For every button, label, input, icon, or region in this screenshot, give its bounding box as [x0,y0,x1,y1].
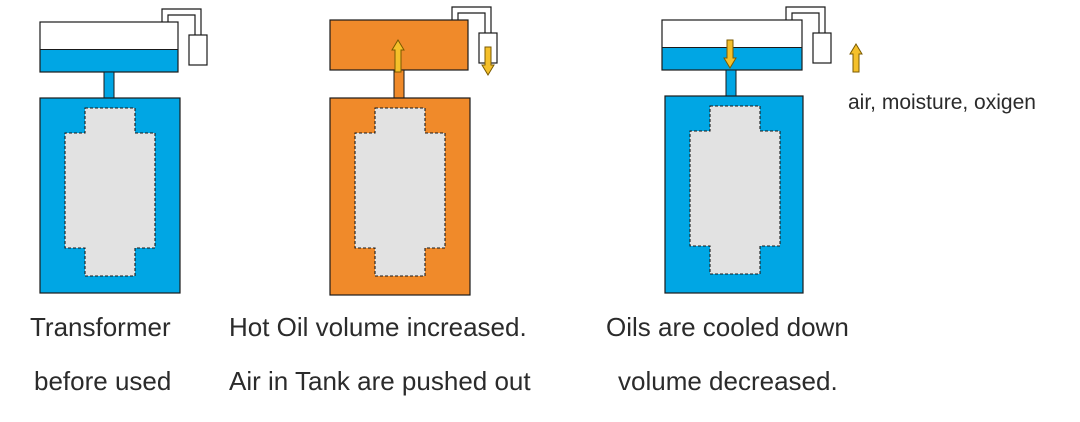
conservator-oil [40,49,178,72]
air-in-arrow-icon [849,43,863,73]
transformer-core [689,105,781,275]
breather-pipe-inner [791,12,820,33]
breather-pipe [785,6,826,33]
breather-pipe-outer [451,6,492,33]
breather-pipe [161,8,202,35]
breather-canister [812,32,832,64]
air-moisture-oxygen-label: air, moisture, oxigen [848,91,1036,114]
connecting-pipe [393,69,405,100]
transformer-core [354,107,446,277]
breather-canister [188,34,208,66]
incoming-air-arrow-icon [849,43,863,73]
breather-pipe-outer [785,6,826,33]
caption-panel-1-line-2: before used [34,366,172,396]
connecting-pipe [725,69,737,98]
caption-panel-3-line-2: volume decreased. [618,366,838,396]
breather-pipe [451,6,492,33]
connecting-pipe [103,71,115,100]
caption-panel-2-line-1: Hot Oil volume increased. [229,312,527,342]
panel-transformer-before-use [39,8,208,294]
air-out-arrow-icon [481,46,495,76]
breather-pipe-inner [457,12,486,33]
oil-fall-arrow-icon [723,39,737,69]
caption-panel-1-line-1: Transformer [30,312,171,342]
oil-rise-arrow-icon [391,39,405,73]
caption-panel-2-line-2: Air in Tank are pushed out [229,366,531,396]
panel-hot-oil-expanded [329,6,498,296]
caption-panel-3-line-1: Oils are cooled down [606,312,849,342]
breather-pipe-outer [161,8,202,35]
transformer-core [64,107,156,277]
breather-pipe-inner [167,14,196,35]
panel-oil-cooled [661,6,832,294]
